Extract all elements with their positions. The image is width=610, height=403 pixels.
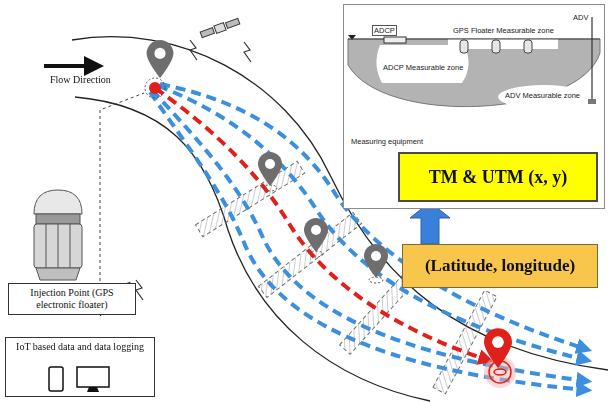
location-pin	[484, 328, 512, 368]
adcp-device	[384, 37, 406, 43]
signal-bolt	[94, 40, 251, 316]
flow-label: Flow Direction	[50, 74, 111, 85]
iot-box: IoT based data and data logging	[5, 337, 155, 397]
satellite-icon	[200, 17, 240, 38]
gps-floater-device	[34, 190, 82, 214]
zone-label: ADV Measurable zone	[504, 91, 581, 100]
location-pin	[147, 40, 174, 78]
signal-bolt	[244, 42, 251, 62]
satellite-icon	[200, 28, 214, 38]
floater-icon	[460, 40, 468, 53]
gps-floater-device	[58, 224, 59, 268]
zone-label: ADCP Measurable zone	[382, 63, 464, 72]
location-pin	[369, 277, 383, 283]
injection-dot	[149, 82, 161, 94]
satellite-icon	[214, 23, 226, 34]
device-icons	[41, 365, 121, 393]
node-text: TM & UTM (x, y)	[429, 167, 567, 188]
gps-floater-device	[36, 268, 80, 280]
coordinate-box: TM & UTM (x, y)	[398, 152, 598, 202]
leader-line	[100, 93, 144, 281]
node-text: Injection Point (GPS electronic floater)	[13, 287, 131, 311]
channel-section	[348, 39, 600, 107]
phone-icon	[49, 367, 63, 391]
location-pin	[304, 218, 328, 252]
location-pin	[258, 152, 282, 186]
gps-floater-device	[70, 224, 71, 268]
floater-icon	[524, 40, 532, 53]
injection-dot	[145, 78, 165, 98]
injection-dot	[145, 78, 165, 98]
location-pin	[263, 185, 277, 191]
coordinate-box: (Latitude, longitude)	[402, 244, 598, 288]
signal-bolt	[136, 280, 143, 300]
target-marker	[494, 369, 506, 375]
gps-floater-device	[36, 214, 80, 224]
instrument-label: ADV	[572, 13, 589, 22]
adv-probe	[588, 99, 596, 104]
satellite-icon	[92, 17, 240, 302]
location-pin	[309, 251, 323, 257]
satellite-icon	[226, 18, 240, 28]
adv-zone	[498, 85, 590, 109]
caption-label: Measuring equipment	[350, 137, 424, 146]
gps-floater-device	[46, 224, 47, 268]
floater-icon	[492, 40, 500, 53]
flow-arrow	[44, 64, 96, 68]
monitor-icon	[77, 367, 109, 387]
adcp-zone	[376, 45, 468, 83]
signal-bolt	[190, 40, 197, 60]
gps-floater-device	[34, 190, 82, 280]
zone-label: GPS Floater Measurable zone	[452, 26, 555, 35]
adv-rod	[591, 17, 592, 101]
gps-floater-device	[34, 224, 82, 268]
monitor-stand	[87, 387, 99, 392]
injection-box: Injection Point (GPS electronic floater)	[8, 283, 136, 315]
location-pin	[364, 244, 388, 278]
node-text: IoT based data and data logging	[10, 341, 150, 353]
instrument-label: ADCP	[372, 25, 397, 36]
node-text: (Latitude, longitude)	[425, 256, 575, 276]
